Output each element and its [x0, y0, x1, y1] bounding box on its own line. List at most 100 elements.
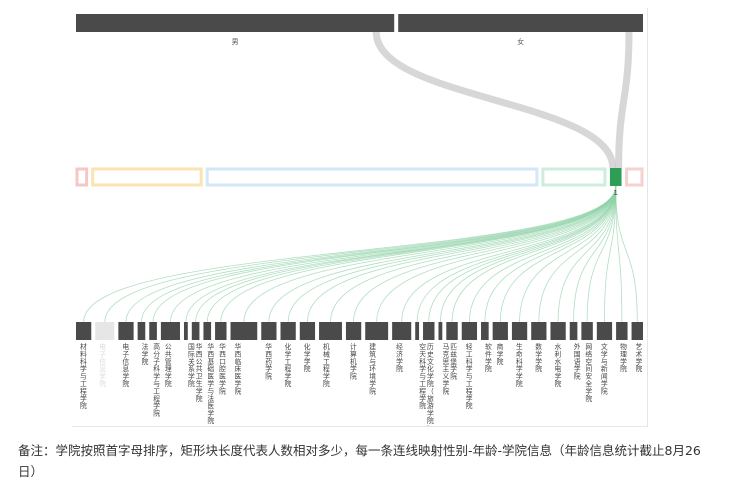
gender-label: 男: [232, 38, 239, 46]
college-label: 华西口腔医学院: [219, 342, 226, 395]
age-college-link: [268, 185, 617, 323]
age-college-link: [243, 185, 617, 323]
college-label: 网络空间安全学院: [585, 343, 592, 403]
college-node: [550, 322, 566, 340]
college-label: 马克思主义学院: [442, 343, 449, 395]
age-college-link: [416, 185, 617, 323]
college-node: [95, 322, 115, 340]
age-node: [625, 167, 644, 187]
age-college-link: [615, 185, 638, 323]
college-label: 文学与新闻学院: [601, 342, 608, 395]
college-node: [581, 322, 593, 340]
college-node: [319, 322, 342, 340]
college-label: 国际关系学院: [188, 343, 195, 388]
age-college-link: [220, 185, 617, 323]
college-label: 艺术学院: [636, 343, 643, 373]
age-college-link: [353, 185, 617, 323]
college-label: 机械工程学院: [323, 342, 330, 388]
college-node: [191, 322, 200, 340]
age-college-link: [538, 185, 617, 323]
college-label: 公共管理学院: [165, 343, 172, 388]
college-node: [569, 322, 578, 340]
college-label: 生命科学学院: [516, 342, 523, 388]
age-node: [91, 167, 203, 187]
age-college-link: [499, 185, 617, 323]
college-node: [149, 322, 157, 340]
age-college-link: [307, 185, 617, 323]
college-label: 华西临床医学院: [235, 342, 242, 395]
college-node: [596, 322, 613, 340]
age-label: 1: [613, 189, 617, 197]
college-node: [511, 322, 528, 340]
age-college-link: [206, 185, 617, 323]
college-label: 匹兹堡学院: [450, 343, 457, 381]
age-college-link: [152, 185, 617, 323]
college-label: 华西基础医学与法医学院: [207, 342, 214, 425]
college-node: [392, 322, 412, 340]
college-label: 水利水电学院: [554, 342, 561, 388]
age-college-link: [519, 185, 617, 323]
college-node: [481, 322, 489, 340]
college-label: 化学学院: [304, 342, 311, 373]
age-college-link: [586, 185, 617, 323]
college-node: [183, 322, 188, 340]
age-college-link: [195, 185, 617, 323]
age-college-link: [330, 185, 617, 323]
college-node: [461, 322, 478, 340]
college-node: [160, 322, 180, 340]
college-node: [230, 322, 258, 340]
college-node: [423, 322, 435, 340]
age-college-link: [615, 185, 623, 323]
age-college-link: [376, 185, 617, 323]
age-node: [541, 167, 607, 187]
college-node: [616, 322, 628, 340]
college-node: [261, 322, 277, 340]
age-college-link: [439, 185, 617, 323]
footnote: 备注：学院按照首字母排序，矩形块长度代表人数相对多少，每一条连线映射性别-年龄-…: [18, 443, 701, 479]
age-college-link: [104, 185, 617, 323]
links-layer: [83, 31, 638, 323]
college-label: 计算机学院: [350, 342, 357, 381]
college-label: 建筑与环境学院: [369, 342, 376, 395]
age-college-link: [401, 185, 617, 323]
college-label: 经济学院: [396, 342, 403, 373]
college-node: [137, 322, 146, 340]
college-node: [345, 322, 362, 340]
college-label: 华西药学院: [265, 342, 272, 381]
age-college-link: [125, 185, 617, 323]
college-node: [280, 322, 296, 340]
college-node: [365, 322, 389, 340]
college-label: 轻工科学与工程学院: [466, 342, 473, 410]
college-label: 电子信息学院: [99, 342, 106, 388]
college-label: 软件学院: [485, 342, 492, 373]
college-node: [415, 322, 420, 340]
college-label: 材料科学与工程学院: [80, 342, 87, 410]
college-label: 高分子科学与工程学院: [153, 342, 160, 418]
college-label: 物理学院: [620, 342, 627, 373]
college-node: [203, 322, 212, 340]
college-node: [118, 322, 134, 340]
college-node: [446, 322, 458, 340]
age-college-link: [170, 185, 617, 323]
age-college-link: [287, 185, 617, 323]
age-college-link: [428, 185, 617, 323]
college-label: 外国语学院: [574, 342, 581, 381]
gender-node: [76, 14, 395, 32]
college-label: 化学工程学院: [285, 342, 292, 388]
college-node: [438, 322, 443, 340]
age-college-link: [468, 185, 617, 323]
age-node: [75, 167, 89, 187]
college-label: 历史文化学院（旅游学院）: [427, 343, 434, 426]
gender-age-link: [372, 31, 617, 169]
college-label: 法学院: [142, 342, 149, 366]
college-node: [492, 322, 508, 340]
college-label: 数学学院: [535, 342, 542, 373]
college-node: [299, 322, 316, 340]
gender-age-link: [615, 31, 633, 169]
college-node: [76, 322, 92, 340]
age-node: [205, 167, 539, 187]
age-college-link: [573, 185, 617, 323]
college-node: [215, 322, 227, 340]
college-label: 空天科学与工程学院: [419, 342, 426, 410]
